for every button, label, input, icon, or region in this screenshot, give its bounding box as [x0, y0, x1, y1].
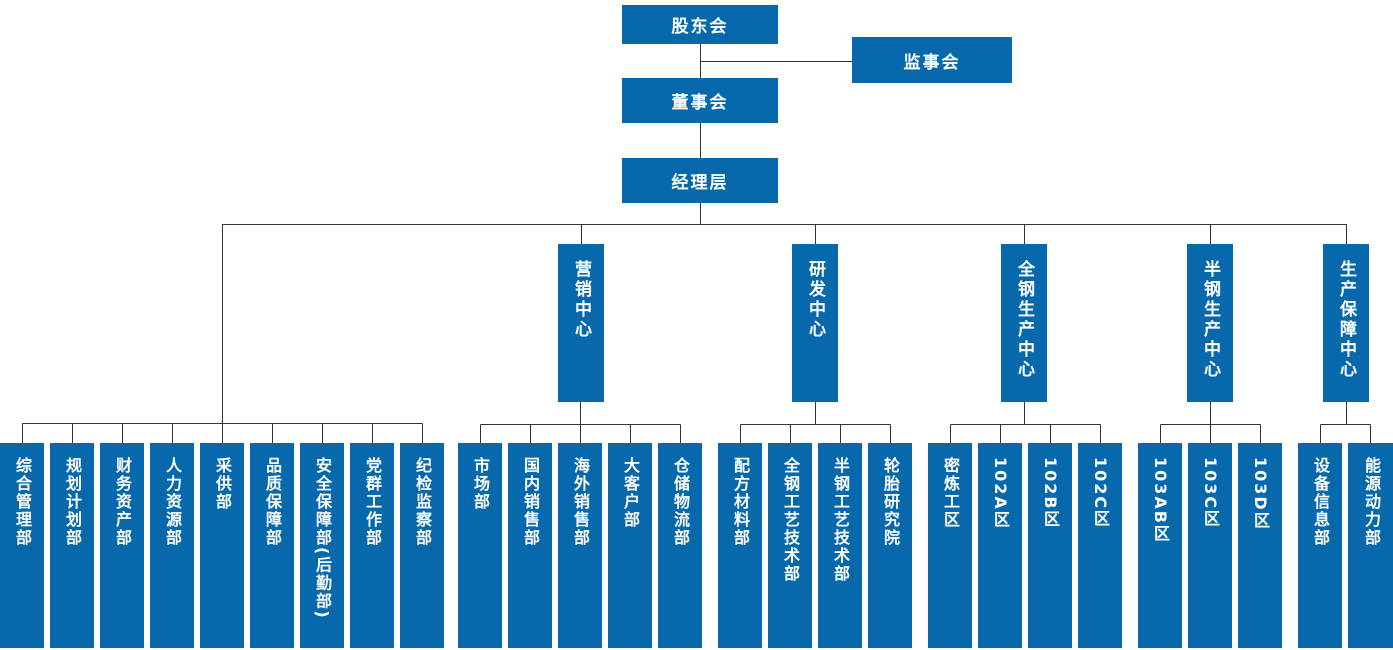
node-dept-safety-logistics: 安全保障部(后勤部): [300, 443, 344, 648]
node-unit-102c: 102C区: [1078, 443, 1122, 648]
node-dept-allsteel-process-tech: 全钢工艺技术部: [768, 443, 812, 648]
node-dept-party-affairs: 党群工作部: [350, 443, 394, 648]
node-board-of-directors: 董事会: [622, 78, 778, 123]
node-unit-103ab: 103AB区: [1138, 443, 1182, 648]
node-dept-equipment-info: 设备信息部: [1298, 443, 1342, 648]
node-institute-tire-research: 轮胎研究院: [868, 443, 912, 648]
node-management-team: 经理层: [622, 158, 778, 203]
node-center-allsteel-production: 全钢生产中心: [1001, 244, 1047, 402]
node-unit-mixing: 密炼工区: [928, 443, 972, 648]
node-dept-discipline-inspection: 纪检监察部: [400, 443, 444, 648]
node-unit-103c: 103C区: [1188, 443, 1232, 648]
node-center-marketing: 营销中心: [558, 244, 604, 402]
node-dept-compound-materials: 配方材料部: [718, 443, 762, 648]
node-center-semisteel-production: 半钢生产中心: [1187, 244, 1233, 402]
node-unit-102a: 102A区: [978, 443, 1022, 648]
node-dept-overseas-sales: 海外销售部: [558, 443, 602, 648]
node-dept-planning: 规划计划部: [50, 443, 94, 648]
node-dept-warehouse-logistics: 仓储物流部: [658, 443, 702, 648]
node-center-production-support: 生产保障中心: [1323, 244, 1369, 402]
node-dept-semisteel-process-tech: 半钢工艺技术部: [818, 443, 862, 648]
node-dept-key-accounts: 大客户部: [608, 443, 652, 648]
node-dept-procurement: 采供部: [200, 443, 244, 648]
node-shareholders-meeting: 股东会: [622, 5, 778, 44]
node-dept-market: 市场部: [458, 443, 502, 648]
node-dept-quality-assurance: 品质保障部: [250, 443, 294, 648]
node-dept-finance-assets: 财务资产部: [100, 443, 144, 648]
node-dept-domestic-sales: 国内销售部: [508, 443, 552, 648]
node-dept-human-resources: 人力资源部: [150, 443, 194, 648]
node-center-rd: 研发中心: [792, 244, 838, 402]
node-dept-energy-power: 能源动力部: [1348, 443, 1393, 648]
node-dept-general-admin: 综合管理部: [0, 443, 44, 648]
node-unit-103d: 103D区: [1238, 443, 1282, 648]
node-unit-102b: 102B区: [1028, 443, 1072, 648]
node-supervisory-board: 监事会: [852, 37, 1012, 83]
